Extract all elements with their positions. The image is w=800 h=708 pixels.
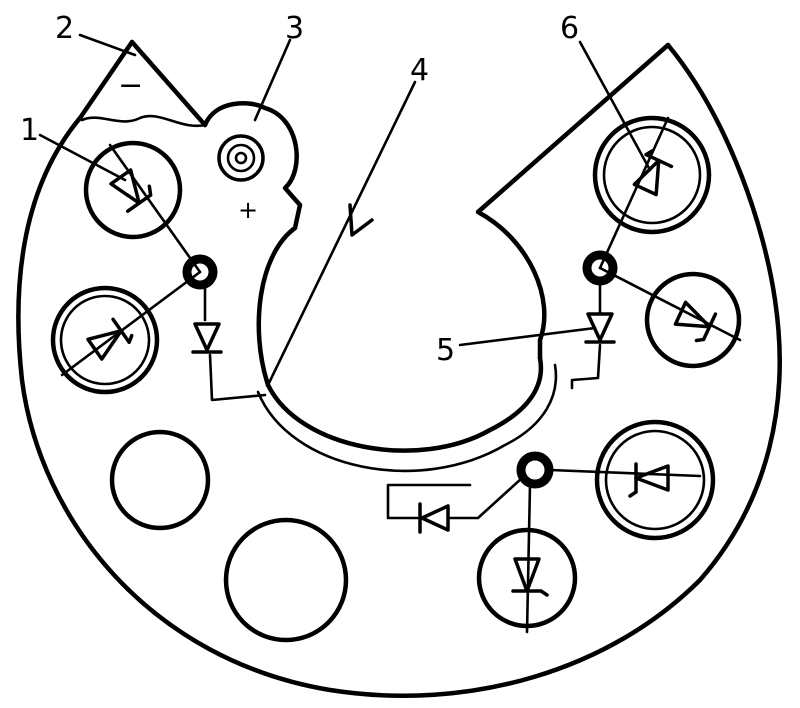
diode-icon [511,557,549,597]
diode-symbols [86,149,718,597]
node-left [182,254,218,290]
centre-cutout-inner [265,355,544,453]
wire-bottom-route [386,483,472,520]
wire-ll [60,270,202,377]
wire-ul [108,143,202,274]
wiring [60,116,742,634]
diode-icon [418,502,450,534]
label-5: 5 [436,333,455,368]
diode-cell-ul [83,140,183,240]
label-3: 3 [285,11,304,46]
terminal-inner-ring [226,143,256,173]
diode-cell-ll-outer [50,285,160,395]
diode-icon [109,168,153,213]
leader-4 [266,80,417,387]
outer-arc [16,42,782,698]
leader-1 [38,133,127,182]
plate-outline [16,39,782,698]
leader-4-arrow [348,203,374,237]
wire-right-route [570,343,602,390]
terminal-lobe-edge [202,101,303,388]
label-1: 1 [20,113,39,148]
diode-cell-ur-outer [592,115,712,235]
diode-cell-r [644,271,742,369]
wire-lr [548,468,702,478]
wire-left-route [208,353,267,402]
wire-bottom-left [446,476,524,520]
label-6: 6 [560,11,579,46]
leader-2 [78,33,137,57]
diode-cell-ur-inner [602,125,702,225]
right-notch-edge [475,42,671,361]
diode-icon [191,322,223,354]
diode-icon [673,300,718,343]
label-2: 2 [55,11,74,46]
node-bottom [516,451,554,489]
terminal-core [234,151,248,165]
centre-cutout-band [256,363,558,473]
leader-lines [38,33,652,387]
plus-symbol: + [238,196,258,224]
break-line [80,114,207,128]
terminal-icon [217,134,265,182]
diode-cell-ll-inner [59,294,151,386]
left-wedge-edge [129,39,208,128]
diode-cell-lr-inner [604,429,706,531]
diode-icon [632,149,674,197]
leader-5 [458,326,597,347]
left-wedge-top [77,39,135,121]
diode-icon [86,317,134,361]
diode-icon [628,462,670,498]
leader-6 [578,40,652,172]
wire-r [598,266,742,342]
positive-terminal [217,134,265,182]
wire-ur [598,116,670,270]
label-4: 4 [410,53,429,88]
mount-hole-2 [223,517,349,643]
leader-3 [253,38,292,122]
diode-cell-lr-outer [594,419,716,541]
minus-symbol: − [118,68,143,103]
mount-hole-1 [109,429,211,531]
